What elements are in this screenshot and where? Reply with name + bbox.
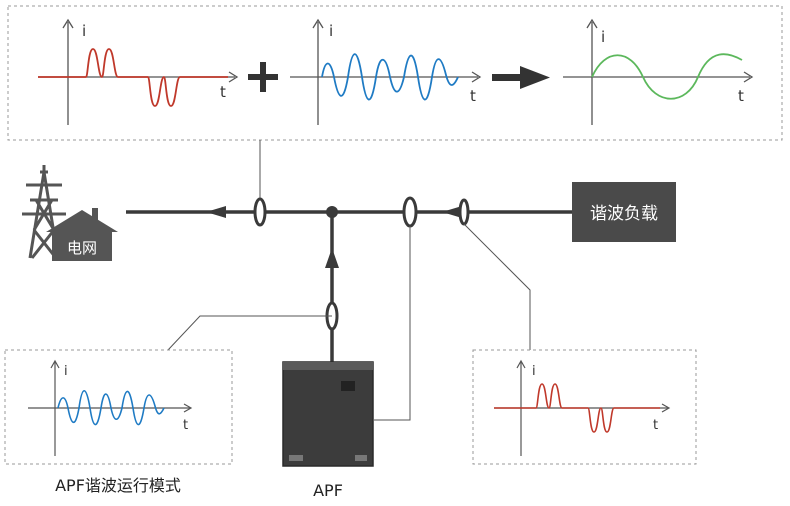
current-direction-arrow	[442, 206, 462, 218]
waveform-compensation-top: i t	[290, 18, 482, 125]
current-axis-label: i	[82, 22, 86, 40]
harmonic-current-wave	[38, 48, 228, 107]
ct-signal-line	[374, 226, 411, 421]
current-direction-arrow	[206, 206, 226, 218]
grid-label: 电网	[67, 239, 97, 257]
grid-house-icon: 电网	[46, 208, 118, 261]
apf-label: APF	[313, 481, 343, 500]
time-axis-label: t	[738, 87, 744, 105]
current-axis-label: i	[64, 364, 68, 379]
sine-current-wave	[591, 53, 743, 100]
waveform-harmonic-bottom: i t	[494, 359, 671, 456]
harmonic-load-box	[572, 182, 676, 242]
waveform-compensation-bottom: i t	[28, 359, 193, 456]
load-wave-leader	[463, 223, 531, 350]
apf-cabinet-icon	[282, 361, 374, 467]
current-axis-label: i	[532, 364, 536, 379]
current-sensor-ct	[402, 196, 418, 228]
harmonic-load-label: 谐波负载	[590, 204, 658, 224]
time-axis-label: t	[220, 83, 226, 101]
right-arrow-icon	[492, 66, 550, 89]
time-axis-label: t	[183, 418, 188, 433]
apf-wave-leader	[167, 315, 332, 351]
waveform-sine-top: i t	[563, 18, 754, 125]
apf-current-arrow	[325, 248, 339, 268]
waveform-harmonic-top: i t	[38, 18, 239, 125]
load-current-box	[472, 349, 697, 465]
apf-mode-label: APF谐波运行模式	[55, 476, 181, 495]
compensation-current-wave	[57, 389, 165, 426]
plus-icon	[248, 62, 278, 92]
harmonic-current-wave	[494, 383, 660, 433]
current-sensor-ct	[253, 197, 267, 227]
compensation-current-wave	[321, 53, 459, 101]
top-waveform-box	[7, 5, 783, 141]
time-axis-label: t	[470, 87, 476, 105]
time-axis-label: t	[653, 418, 658, 433]
current-axis-label: i	[329, 22, 333, 40]
current-sensor-ct	[458, 198, 470, 226]
apf-mode-box	[4, 349, 233, 465]
current-axis-label: i	[601, 28, 605, 46]
